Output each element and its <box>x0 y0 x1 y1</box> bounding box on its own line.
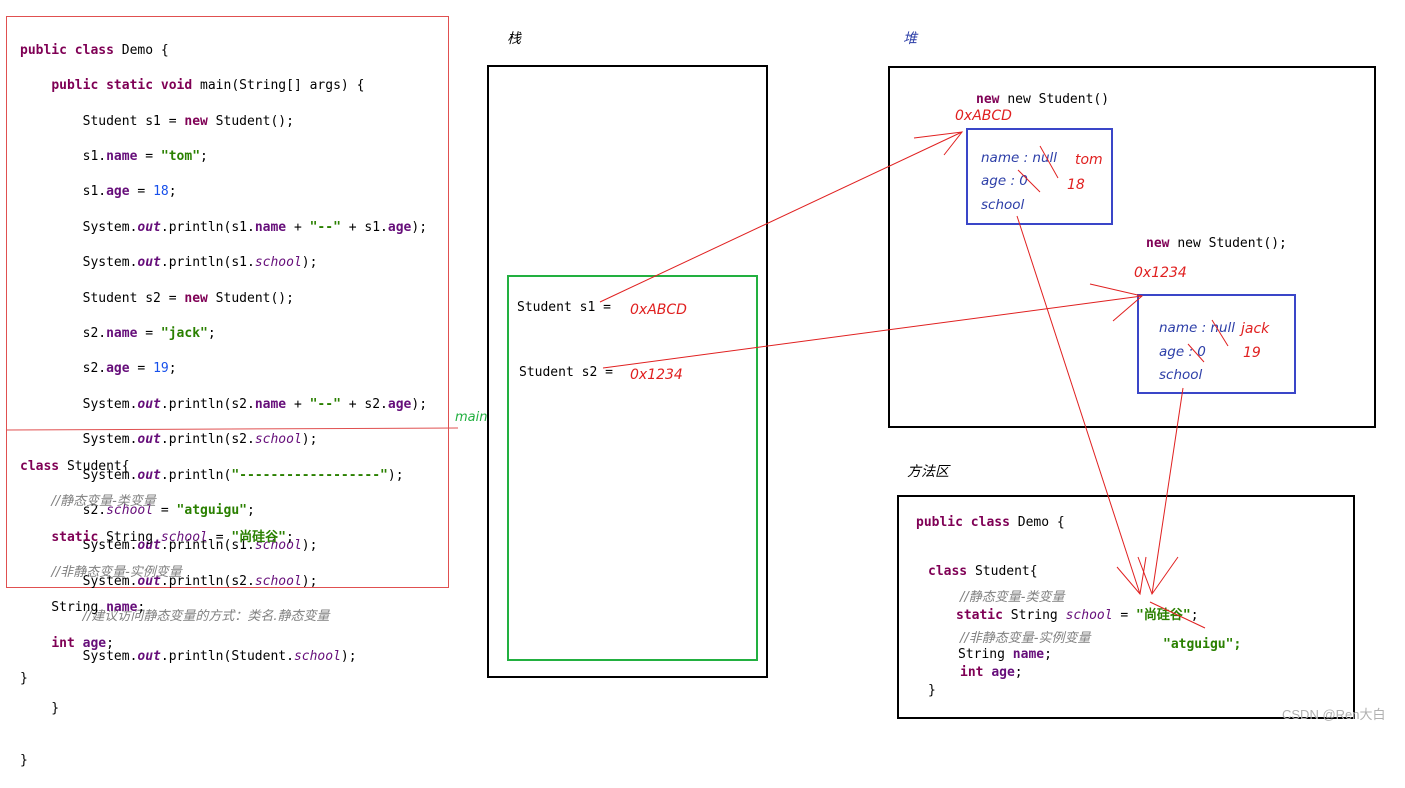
obj2-name-field: name : null <box>1159 320 1236 336</box>
s1-variable-label: Student s1 = <box>517 300 611 315</box>
code-line: System.out.println(s2.school); <box>20 432 318 448</box>
method-area-instance-comment: //非静态变量-实例变量 <box>960 631 1091 646</box>
obj2-header-text: new Student(); <box>1177 236 1287 251</box>
code-line: System.out.println(Student.school); <box>20 648 357 664</box>
code-line: s2.age = 19; <box>20 361 177 377</box>
code-line: s1.name = "tom"; <box>20 148 208 164</box>
obj2-age-value: 19 <box>1243 345 1261 361</box>
code-line: public class Demo { <box>20 42 169 58</box>
obj1-address: 0xABCD <box>955 108 1012 124</box>
code-line: System.out.println(s1.school); <box>20 538 318 554</box>
obj2-header: new new Student(); <box>1146 236 1287 251</box>
school-new-value: "atguigu"; <box>1163 636 1241 654</box>
code-line: public static void main(String[] args) { <box>51 78 365 94</box>
obj2-age-field: age : 0 <box>1159 344 1206 360</box>
method-area-static-line: static String school = "尚硅谷"; <box>956 608 1199 623</box>
obj1-age-field: age : 0 <box>981 173 1028 189</box>
obj1-header: new new Student() <box>976 92 1110 107</box>
code-line: class Student{ <box>20 458 130 474</box>
watermark: CSDN @Ren大白 <box>1282 707 1386 722</box>
s2-variable-label: Student s2 = <box>519 365 613 380</box>
code-line: System.out.println(s1.school); <box>20 255 318 271</box>
code-line: } <box>20 753 28 769</box>
code-panel <box>6 16 449 588</box>
main-stack-frame <box>507 275 758 661</box>
code-line: Student s1 = new Student(); <box>20 113 294 129</box>
method-area-close-line: } <box>928 683 936 698</box>
code-line: } <box>20 671 28 687</box>
obj2-school-field: school <box>1159 367 1203 383</box>
method-area-class-line: class Student{ <box>928 564 1038 579</box>
code-line: System.out.println(s2.name + "--" + s2.a… <box>20 396 428 412</box>
stack-title: 栈 <box>507 31 521 47</box>
code-line: Student s2 = new Student(); <box>20 290 294 306</box>
code-line: static String school = "尚硅谷"; <box>51 529 294 545</box>
code-comment: //非静态变量-实例变量 <box>51 564 182 580</box>
method-area-demo-line: public class Demo { <box>916 515 1065 530</box>
method-area-age-line: int age; <box>960 665 1023 680</box>
student-code-block: class Student{ //静态变量-类变量 static String … <box>20 440 294 706</box>
code-comment: //建议访问静态变量的方式：类名.静态变量 <box>82 609 330 625</box>
code-line: System.out.println(s1.name + "--" + s1.a… <box>20 219 428 235</box>
code-line: } <box>20 701 60 717</box>
heap-title: 堆 <box>903 31 917 47</box>
code-line: s1.age = 18; <box>20 184 177 200</box>
obj1-name-field: name : null <box>981 150 1058 166</box>
obj1-age-value: 18 <box>1067 177 1085 193</box>
code-line: int age; <box>51 635 114 651</box>
code-line: s2.school = "atguigu"; <box>20 502 255 518</box>
obj1-school-field: school <box>981 197 1025 213</box>
method-area-name-line: String name; <box>958 647 1052 662</box>
s2-address: 0x1234 <box>630 367 683 383</box>
method-area-static-comment: //静态变量-类变量 <box>960 590 1065 605</box>
code-comment: //静态变量-类变量 <box>51 494 156 510</box>
obj2-address: 0x1234 <box>1134 265 1187 281</box>
obj1-header-text: new Student() <box>1007 92 1110 107</box>
code-line: System.out.println("------------------")… <box>20 467 404 483</box>
code-line: System.out.println(s2.school); <box>20 573 318 589</box>
obj1-name-value: tom <box>1075 152 1103 168</box>
obj2-name-value: jack <box>1241 321 1270 337</box>
stack-box <box>487 65 768 678</box>
school-new-value-text: "atguigu"; <box>1163 637 1242 652</box>
code-line: String name; <box>20 600 146 616</box>
method-area-title: 方法区 <box>907 464 949 480</box>
code-line: s2.name = "jack"; <box>20 325 216 341</box>
s1-address: 0xABCD <box>630 302 687 318</box>
main-label: main <box>455 410 488 425</box>
